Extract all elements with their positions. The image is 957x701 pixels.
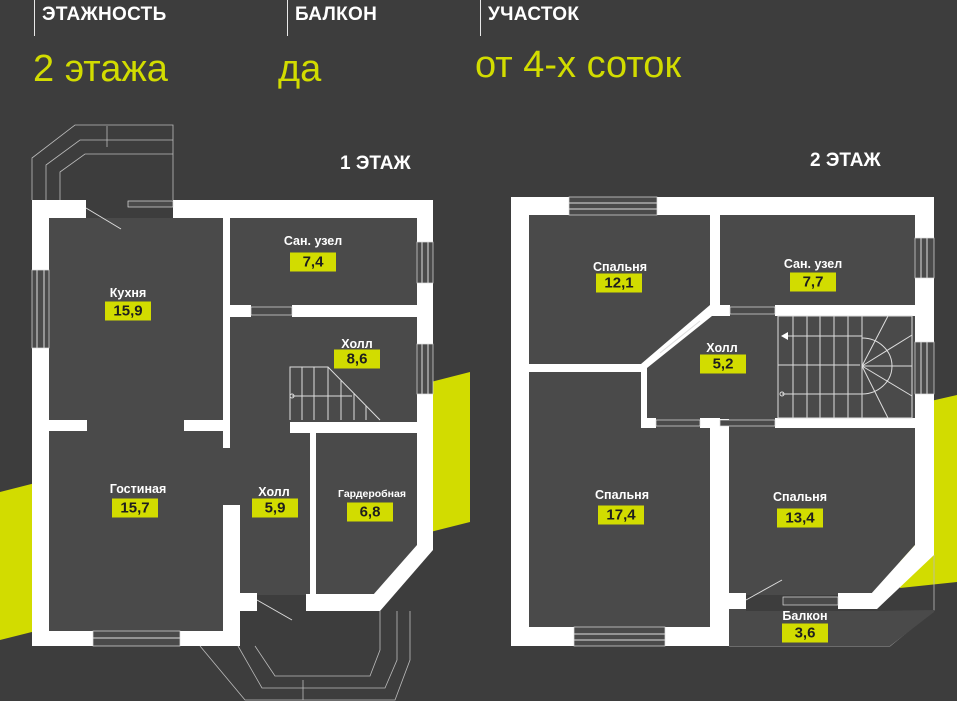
room-name: Спальня (595, 488, 649, 502)
spec-plot-value: от 4-х соток (475, 44, 682, 86)
room-area-badge: 13,4 (777, 508, 823, 528)
spec-balcony: БАЛКОН (287, 0, 377, 36)
room-area-badge: 5,9 (252, 498, 298, 518)
room-name: Гардеробная (338, 488, 406, 500)
floor1-plan (31, 124, 434, 701)
floor2-plan (511, 196, 935, 647)
room-area-badge: 7,7 (790, 272, 836, 292)
room-name: Сан. узел (783, 257, 843, 271)
room-area-badge: 6,8 (347, 502, 393, 522)
room-area-badge: 12,1 (596, 273, 642, 293)
spec-plot-title: УЧАСТОК (488, 4, 580, 25)
room-area-badge: 15,7 (112, 498, 158, 518)
room-name: Спальня (773, 490, 827, 504)
room-name: Спальня (593, 260, 647, 274)
spec-balcony-value: да (278, 48, 322, 90)
room-area-badge: 3,6 (782, 623, 828, 643)
room-name: Холл (341, 337, 373, 351)
room-area-badge: 15,9 (105, 301, 151, 321)
floor2-title: 2 ЭТАЖ (810, 150, 881, 171)
room-name: Холл (706, 341, 738, 355)
spec-plot: УЧАСТОК (480, 0, 579, 36)
room-area-badge: 8,6 (334, 349, 380, 369)
room-area-badge: 7,4 (290, 252, 336, 272)
spec-floors: ЭТАЖНОСТЬ (34, 0, 167, 36)
spec-balcony-title: БАЛКОН (295, 4, 378, 25)
room-name: Гостиная (109, 482, 167, 496)
room-area-badge: 5,2 (700, 354, 746, 374)
room-area-badge: 17,4 (598, 505, 644, 525)
spec-floors-value: 2 этажа (33, 48, 168, 90)
room-name: Холл (258, 485, 290, 499)
room-name: Балкон (782, 609, 828, 623)
room-name: Сан. узел (283, 234, 343, 248)
floor1-title: 1 ЭТАЖ (340, 153, 411, 174)
room-name: Кухня (109, 286, 147, 300)
spec-floors-title: ЭТАЖНОСТЬ (42, 4, 167, 25)
